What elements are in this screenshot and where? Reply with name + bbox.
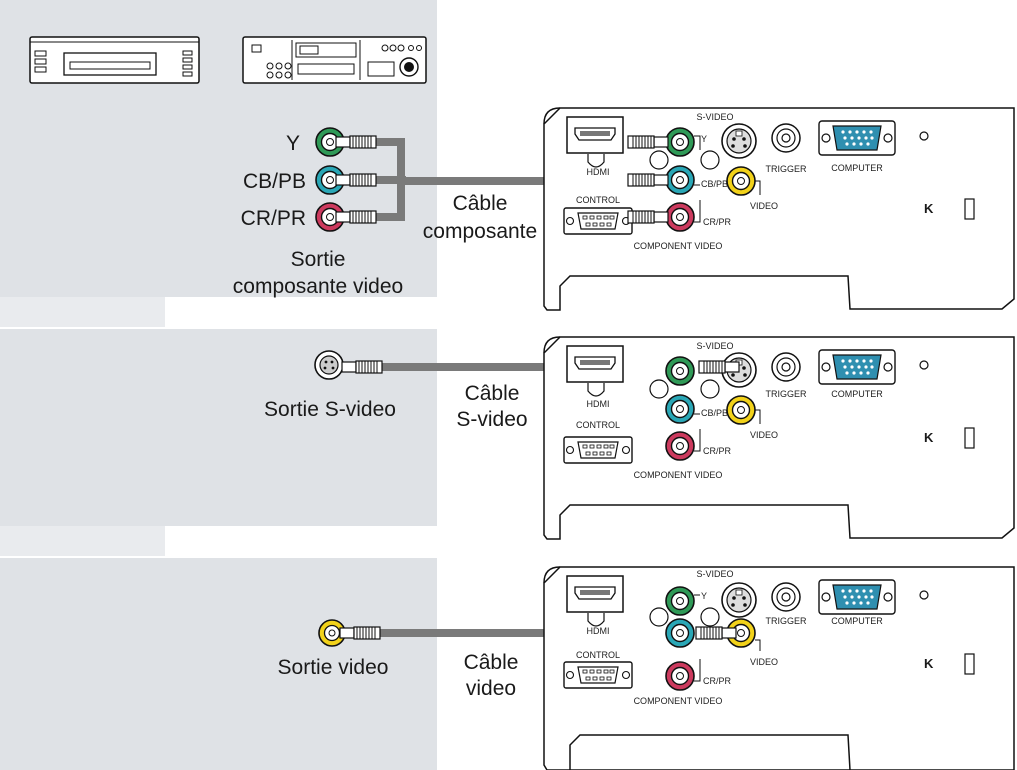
svideo-plug-dst (698, 360, 740, 374)
control-label: CONTROL (576, 195, 620, 205)
trigger-label: TRIGGER (765, 616, 807, 626)
component-video-label: COMPONENT VIDEO (634, 241, 723, 251)
security-slot-icon (964, 427, 975, 449)
source-panel-1-tab (0, 297, 165, 327)
video-port-label: VIDEO (750, 201, 778, 211)
component-cr-jack (665, 431, 695, 461)
source-panel-2 (0, 329, 437, 526)
component-cable-label-line1: Câble (453, 192, 508, 215)
computer-label: COMPUTER (831, 389, 883, 399)
svideo-port-label: S-VIDEO (696, 341, 733, 351)
cb-port-label: CB/PB (701, 179, 728, 189)
component-cr-jack (665, 661, 695, 691)
hdmi-label: HDMI (587, 626, 610, 636)
security-slot-icon (964, 198, 975, 220)
component-plug-y-src (335, 135, 377, 149)
hdmi-port-icon (566, 575, 624, 613)
cr-output-label: CR/PR (241, 207, 306, 230)
source-component-cr-jack (315, 202, 345, 232)
projector-panel-1: HDMI CONTROL S-VIDEO Y CB/PB CR/PR COMPO… (543, 107, 1015, 311)
projector-panel-2: HDMI CONTROL S-VIDEO CB/PB CR/PR COMPONE… (543, 336, 1015, 540)
kensington-lock-icon: K (924, 656, 934, 671)
control-port-icon (563, 436, 633, 464)
svideo-port-icon (721, 123, 757, 159)
component-cr-jack (665, 202, 695, 232)
component-cb-jack (665, 394, 695, 424)
computer-label: COMPUTER (831, 163, 883, 173)
source-component-cb-jack (315, 165, 345, 195)
component-y-jack (665, 127, 695, 157)
component-cable (375, 138, 662, 221)
component-plug-cb-src (335, 173, 377, 187)
component-cable-label-line2: composante (423, 220, 537, 243)
hdmi-port-icon (566, 345, 624, 383)
cr-port-label: CR/PR (703, 446, 732, 456)
svideo-cable-label-line1: Câble (465, 382, 520, 405)
component-video-label: COMPONENT VIDEO (634, 696, 723, 706)
trigger-port-icon (771, 352, 801, 382)
trigger-label: TRIGGER (765, 389, 807, 399)
svideo-plug-src (341, 360, 383, 374)
hdmi-label: HDMI (587, 399, 610, 409)
cr-port-label: CR/PR (703, 217, 732, 227)
component-output-title-line2: composante video (233, 275, 403, 298)
trigger-port-icon (771, 123, 801, 153)
video-plug-dst (695, 626, 737, 640)
svideo-cable-label-line2: S-video (456, 408, 527, 431)
cb-port-label: CB/PB (701, 408, 728, 418)
component-plug-y-dst (627, 135, 669, 149)
hdmi-label: HDMI (587, 167, 610, 177)
component-plug-cr-src (335, 210, 377, 224)
security-slot-icon (964, 653, 975, 675)
computer-port-icon (818, 120, 896, 156)
source-svideo-jack (314, 350, 344, 380)
video-jack (726, 618, 756, 648)
component-plug-cb-dst (627, 173, 669, 187)
computer-port-icon (818, 349, 896, 385)
svideo-port-icon (721, 582, 757, 618)
vcr-device-icon (29, 36, 200, 84)
svideo-port-label: S-VIDEO (696, 569, 733, 579)
trigger-port-icon (771, 582, 801, 612)
control-label: CONTROL (576, 420, 620, 430)
component-output-title-line1: Sortie (291, 248, 346, 271)
dvd-device-icon (242, 36, 427, 84)
video-output-label: Sortie video (278, 656, 389, 679)
control-port-icon (563, 207, 633, 235)
computer-port-icon (818, 579, 896, 615)
component-plug-cr-dst (627, 210, 669, 224)
component-y-jack (665, 356, 695, 386)
video-cable-label-line2: video (466, 677, 516, 700)
cr-port-label: CR/PR (703, 676, 732, 686)
hdmi-port-icon (566, 116, 624, 154)
source-panel-3 (0, 558, 437, 770)
y-port-label: Y (701, 591, 707, 601)
cb-output-label: CB/PB (243, 170, 306, 193)
component-cb-jack (665, 165, 695, 195)
source-video-jack (318, 619, 346, 647)
trigger-label: TRIGGER (765, 164, 807, 174)
video-port-label: VIDEO (750, 657, 778, 667)
control-port-icon (563, 661, 633, 689)
video-jack (726, 395, 756, 425)
control-label: CONTROL (576, 650, 620, 660)
component-y-jack (665, 586, 695, 616)
computer-label: COMPUTER (831, 616, 883, 626)
kensington-lock-icon: K (924, 201, 934, 216)
video-plug-src (339, 626, 381, 640)
kensington-lock-icon: K (924, 430, 934, 445)
svideo-output-label: Sortie S-video (264, 398, 396, 421)
component-video-label: COMPONENT VIDEO (634, 470, 723, 480)
y-port-label: Y (701, 134, 707, 144)
source-panel-2-tab (0, 526, 165, 556)
video-jack (726, 166, 756, 196)
video-cable-label-line1: Câble (464, 651, 519, 674)
video-port-label: VIDEO (750, 430, 778, 440)
projector-panel-3: HDMI CONTROL S-VIDEO Y CR/PR COMPONENT V… (543, 566, 1015, 770)
component-cb-jack (665, 618, 695, 648)
y-output-label: Y (286, 132, 300, 155)
svideo-port-label: S-VIDEO (696, 112, 733, 122)
